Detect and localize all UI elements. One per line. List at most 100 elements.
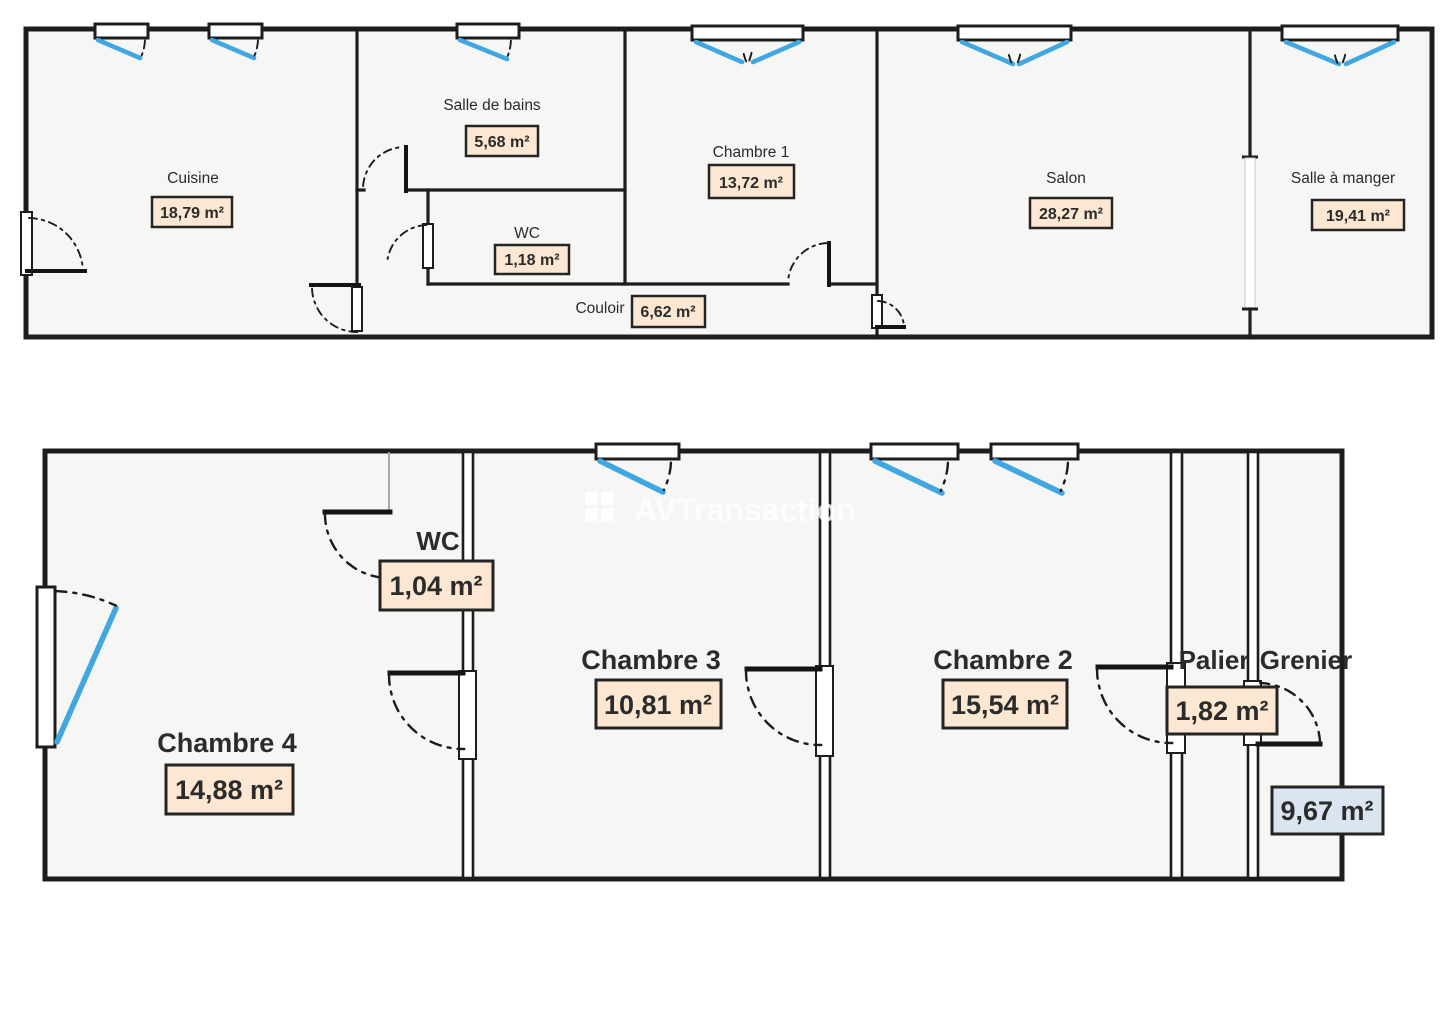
door-swing-arc [1095, 666, 1174, 745]
area-box [378, 559, 495, 612]
room-name: Chambre 3 [581, 645, 721, 675]
chambre1-door [787, 241, 831, 287]
window-frame [690, 24, 805, 42]
room-area: 6,62 m² [640, 304, 695, 321]
window-casement [209, 37, 257, 61]
floor2-windows [35, 442, 1080, 749]
chambre3-window [594, 442, 681, 495]
salon-window [956, 24, 1073, 67]
room-name: Couloir [575, 300, 624, 317]
window-swing-arc [1059, 461, 1070, 493]
area-box [707, 163, 796, 200]
area-box [1165, 685, 1279, 736]
door-swing-arc [387, 672, 466, 751]
room-area: 5,68 m² [474, 134, 529, 151]
window-swing-arc [1341, 53, 1347, 64]
door-swing-arc [744, 668, 823, 747]
window-frame [956, 24, 1073, 42]
window-frame [207, 22, 264, 40]
room-area: 13,72 m² [719, 175, 783, 192]
room-name: Chambre 1 [713, 144, 790, 161]
chambre2-window-1 [869, 442, 960, 496]
window-casement [750, 39, 802, 65]
door-jamb [351, 286, 363, 332]
floor1-plan: Cuisine 18,79 m² Salle de bains 5,68 m² … [20, 22, 1435, 340]
room-label-chambre3: Chambre 3 10,81 m² [581, 645, 723, 730]
entrance-door [20, 211, 87, 276]
wc2-door [322, 509, 393, 580]
floor2-plan: AVTransaction Chambre 4 14,88 m² WC 1,04… [35, 442, 1385, 882]
salle-de-bains-window [455, 22, 521, 62]
salle-de-bains-door [362, 145, 408, 193]
area-box [630, 294, 707, 329]
window-casement [1343, 39, 1397, 67]
room-area: 1,82 m² [1175, 696, 1268, 726]
window-casement [1283, 39, 1342, 67]
chambre3-chambre2-door [744, 666, 823, 747]
room-label-palier: Palier 1,82 m² [1165, 645, 1279, 736]
room-label-wc-floor1: WC 1,18 m² [493, 225, 571, 276]
room-name: Salon [1046, 170, 1086, 187]
room-area: 9,67 m² [1280, 796, 1373, 826]
watermark: AVTransaction [585, 492, 856, 528]
room-area: 15,54 m² [951, 690, 1059, 720]
room-label-couloir: Couloir 6,62 m² [575, 294, 707, 329]
room-area: 1,18 m² [504, 252, 559, 269]
salle-a-manger-window [1280, 24, 1400, 67]
area-box [464, 124, 540, 158]
door-jamb [871, 294, 883, 329]
door-swing-arc [323, 511, 390, 580]
wall [461, 450, 475, 880]
area-box-grenier [1270, 785, 1385, 836]
room-area: 28,27 m² [1039, 206, 1103, 223]
chambre1-window [690, 24, 805, 65]
room-name: WC [514, 225, 540, 242]
floor1-doors [20, 145, 906, 333]
room-name: Cuisine [167, 170, 219, 187]
wall-opening [458, 670, 477, 760]
room-label-salon: Salon 28,27 m² [1028, 170, 1114, 230]
door-swing-arc [28, 217, 84, 271]
room-area: 14,88 m² [175, 775, 283, 805]
window-casement [992, 458, 1065, 496]
room-name: Chambre 2 [933, 645, 1073, 675]
window-casement [693, 39, 745, 65]
salon-door [871, 294, 906, 329]
room-label-chambre1: Chambre 1 13,72 m² [707, 144, 796, 200]
window-frame [594, 442, 681, 461]
wall-opening [815, 665, 834, 757]
window-casement [959, 39, 1016, 67]
wall [1246, 450, 1260, 880]
room-label-wc-floor2: WC 1,04 m² [378, 526, 495, 612]
window-swing-arc [139, 39, 146, 59]
watermark-logo-icon [585, 492, 614, 521]
window-frame [93, 22, 150, 40]
window-swing-arc [747, 51, 753, 63]
room-area: 1,04 m² [389, 571, 482, 601]
window-swing-arc [1333, 53, 1339, 64]
floor1-labels: Cuisine 18,79 m² Salle de bains 5,68 m² … [150, 97, 1406, 329]
room-label-salle-de-bains: Salle de bains 5,68 m² [443, 97, 541, 158]
cuisine-window-1 [93, 22, 150, 61]
window-casement [597, 458, 666, 495]
room-area: 10,81 m² [604, 690, 712, 720]
area-box [493, 243, 571, 276]
room-area: 19,41 m² [1326, 208, 1390, 225]
chambre4-chambre3-door [387, 670, 466, 751]
door-jamb [422, 223, 434, 269]
room-label-salle-a-manger: Salle à manger 19,41 m² [1291, 170, 1406, 232]
window-casement [1016, 39, 1070, 67]
door-swing-arc [386, 224, 428, 260]
area-box [1310, 198, 1406, 232]
room-name: Grenier [1260, 645, 1353, 675]
window-swing-arc [662, 461, 673, 492]
window-casement [54, 605, 119, 745]
area-box [1028, 196, 1114, 230]
door-swing-arc [876, 300, 905, 329]
room-area: 18,79 m² [160, 205, 224, 222]
window-frame [869, 442, 960, 461]
door-swing-arc [311, 287, 360, 333]
window-swing-arc [1016, 53, 1022, 64]
door-jamb [20, 211, 33, 276]
